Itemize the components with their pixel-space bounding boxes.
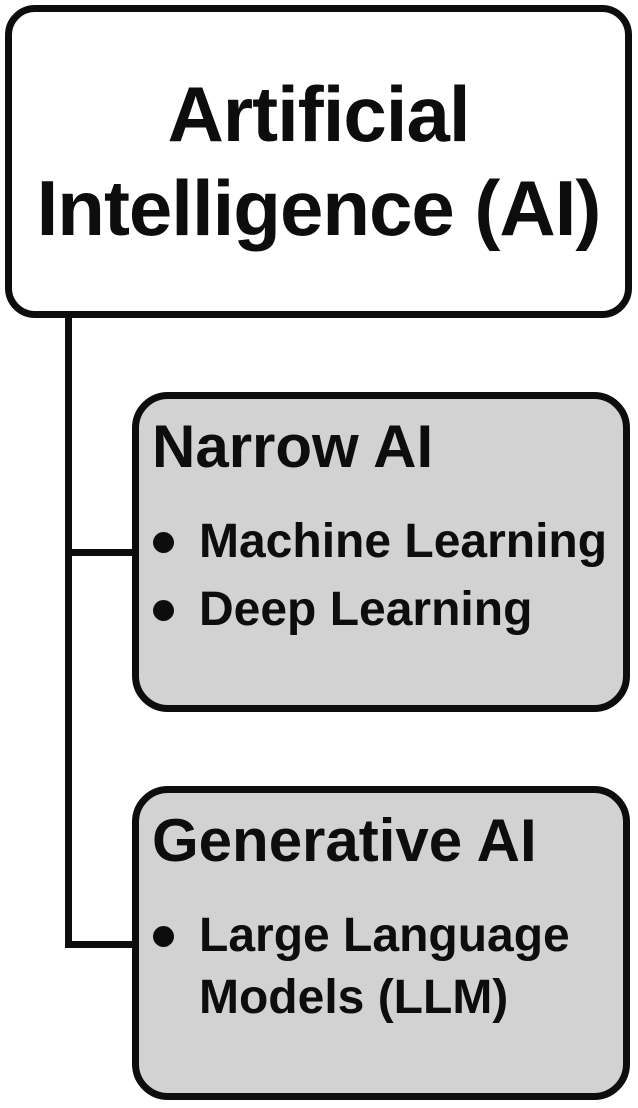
node-generative-ai: Generative AI Large Language Models (LLM… [132,786,630,1100]
connector-generative-ai-line [65,941,137,948]
generative-ai-title: Generative AI [152,807,537,874]
list-item: Large Language Models (LLM) [152,905,611,1029]
narrow-ai-bullet-list: Machine Learning Deep Learning [152,511,611,641]
generative-ai-bullet-list: Large Language Models (LLM) [152,905,611,1029]
bullet-label: Machine Learning [199,515,608,568]
bullet-icon [153,532,174,553]
root-node-title: Artificial Intelligence (AI) [36,69,602,252]
list-item: Machine Learning [152,511,611,573]
node-artificial-intelligence: Artificial Intelligence (AI) [5,5,632,318]
bullet-icon [153,926,174,947]
narrow-ai-title: Narrow AI [152,413,434,480]
connector-vertical-line [65,312,72,948]
list-item: Deep Learning [152,579,611,641]
bullet-icon [153,600,174,621]
connector-narrow-ai-line [65,549,137,556]
node-narrow-ai: Narrow AI Machine Learning Deep Learning [132,392,630,712]
bullet-label: Deep Learning [199,583,533,636]
bullet-label: Large Language Models (LLM) [199,909,570,1024]
